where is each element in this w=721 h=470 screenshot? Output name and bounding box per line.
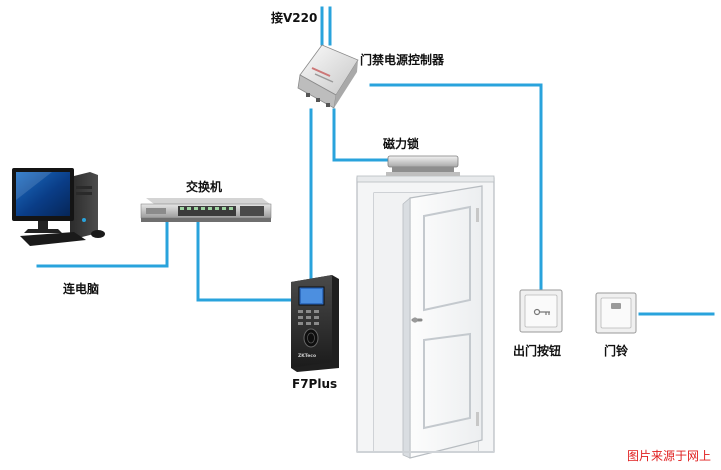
label-terminal: F7Plus [292,377,338,391]
wire-controller-to-lock [332,108,391,162]
door-panel-bottom [423,332,471,430]
label-exit-button: 出门按钮 [513,344,562,358]
door [356,175,495,459]
door-leaf [409,185,483,459]
label-switch: 交换机 [186,180,223,194]
computer-tower-icon [70,172,98,238]
label-to-pc: 连电脑 [63,282,100,296]
doorbell-icon [595,292,637,334]
fingerprint-terminal-icon: ZKTeco [291,275,339,372]
fingerprint-sensor-icon [303,328,319,348]
terminal-brand: ZKTeco [298,353,316,359]
wire-switch-to-reader [196,220,292,302]
network-switch-icon [140,198,272,222]
wire-controller-to-exit-button [369,83,543,290]
label-magnetic-lock: 磁力锁 [383,137,420,151]
power-controller-icon [297,44,359,109]
computer [12,168,105,246]
source-note: 图片来源于网上 [626,449,711,463]
keyboard-icon [20,232,86,246]
monitor-icon [12,168,74,233]
label-power-controller: 门禁电源控制器 [360,53,445,67]
door-panel-top [423,205,471,312]
label-power-in: 接V220 [271,11,318,25]
magnetic-lock-icon [386,155,460,176]
wire-switch-to-pc [36,220,169,268]
mouse-icon [91,230,105,238]
label-doorbell: 门铃 [604,344,629,358]
exit-button-icon [519,289,563,333]
